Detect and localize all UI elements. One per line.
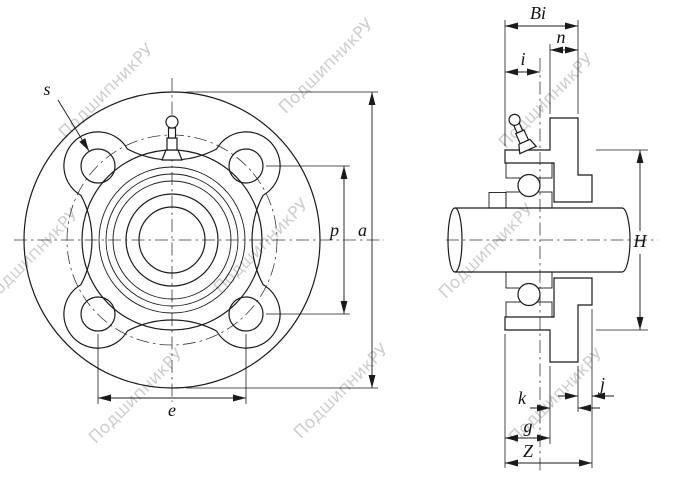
dimension-g: g <box>505 416 550 442</box>
dim-label-H: H <box>633 231 648 251</box>
dimension-s: s <box>43 79 90 152</box>
dim-label-e: e <box>168 400 176 420</box>
bearing-ball-bottom <box>517 282 541 307</box>
seal-ring-circle-outer <box>98 166 246 314</box>
flange-outer-circle <box>23 91 321 389</box>
bearing-ball-top <box>517 173 541 198</box>
dimension-a: a <box>186 91 378 389</box>
shaft-bore-circle <box>138 206 206 274</box>
dim-label-Z: Z <box>523 441 534 461</box>
dimension-n: n <box>549 27 578 114</box>
watermark-text: ПодшипникРУ <box>495 50 598 153</box>
housing-section-bottom <box>504 277 593 363</box>
section-view: Bi n i H k <box>446 3 658 474</box>
grease-fitting-front <box>161 115 183 161</box>
dim-label-p: p <box>328 220 339 240</box>
seal-ring-circle-mid <box>105 173 239 307</box>
seal-ring-circle-inner <box>112 180 232 300</box>
bolt-hole-top-right <box>228 148 264 184</box>
dimension-k: k <box>518 388 600 412</box>
dimension-H: H <box>596 149 648 331</box>
bolt-hole-top-left <box>80 148 116 184</box>
inner-ring-face-circle <box>125 193 219 287</box>
dim-label-i: i <box>520 49 525 69</box>
dim-label-s: s <box>43 79 50 99</box>
watermark-text: ПодшипникРУ <box>85 345 188 448</box>
dimension-Z: Z <box>505 441 592 467</box>
dim-label-a: a <box>358 220 367 240</box>
dim-label-g: g <box>524 416 533 436</box>
bolt-hole-bottom-left <box>80 296 116 332</box>
watermark-text: ПодшипникРУ <box>55 40 158 143</box>
bolt-hole-bottom-right <box>228 296 264 332</box>
set-screw-collar-section <box>488 192 507 209</box>
flange-lobe-contour <box>63 131 281 349</box>
watermark-text: ПодшипникРУ <box>290 340 393 443</box>
dimension-p: p <box>266 165 350 315</box>
dimension-i: i <box>505 49 540 76</box>
grease-fitting-section <box>508 113 538 155</box>
dimension-j: j <box>558 374 614 400</box>
dim-label-Bi: Bi <box>530 3 546 23</box>
dim-label-j: j <box>598 374 605 394</box>
dimension-Bi: Bi <box>504 3 579 146</box>
dimension-e: e <box>97 334 247 420</box>
front-view: s e p a <box>14 78 384 420</box>
watermark-text: ПодшипникРУ <box>275 15 378 118</box>
dim-label-n: n <box>557 27 566 47</box>
dim-label-k: k <box>518 388 527 408</box>
